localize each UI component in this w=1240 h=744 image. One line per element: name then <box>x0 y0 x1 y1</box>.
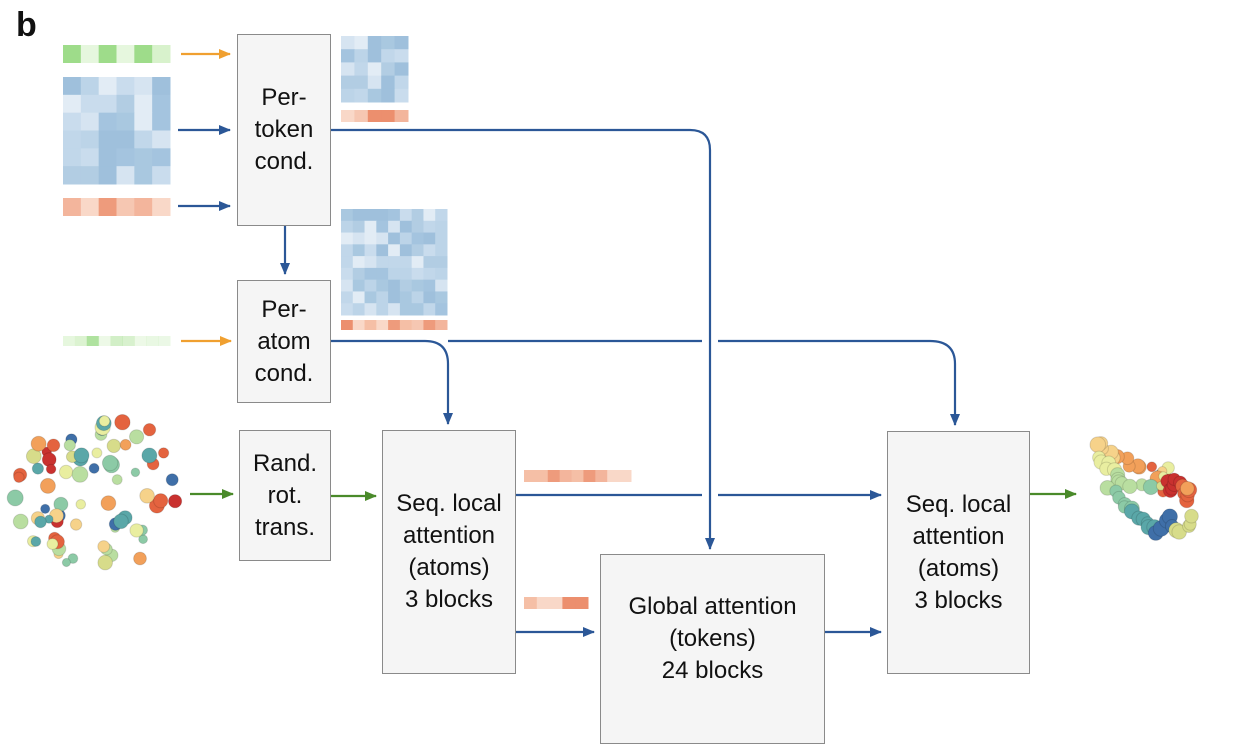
arrow-token-cond-to-global <box>331 128 715 550</box>
arrow-atom-cond-to-local1 <box>331 339 453 425</box>
diagram-edges <box>178 49 1077 637</box>
token-single-strip <box>63 198 171 216</box>
seq-local-attention-box-1: Seq. local attention (atoms) 3 blocks <box>382 430 516 674</box>
per-token-conditioning-box: Per- token cond. <box>237 34 331 226</box>
arrow-atom-cond-to-local2 <box>718 339 960 426</box>
per-atom-conditioning-label: Per- atom cond. <box>254 295 314 387</box>
seq-local-attention-label-1: Seq. local attention (atoms) 3 blocks <box>396 490 502 613</box>
atom-single-strip-top <box>524 470 632 482</box>
token-pair-swatch <box>341 36 409 103</box>
atom-pair-swatch <box>341 209 448 316</box>
representation-swatches <box>63 36 632 609</box>
global-attention-label: Global attention (tokens) 24 blocks <box>628 593 797 684</box>
pair-representation-swatch <box>63 77 171 185</box>
molecule-structures <box>6 414 1199 571</box>
panel-label: b <box>16 6 37 44</box>
per-atom-conditioning-box: Per- atom cond. <box>237 280 331 403</box>
seq-local-attention-label-2: Seq. local attention (atoms) 3 blocks <box>905 490 1012 614</box>
per-token-conditioning-label: Per- token cond. <box>254 84 314 175</box>
seq-local-attention-box-2: Seq. local attention (atoms) 3 blocks <box>887 431 1030 674</box>
input-noisy-structure <box>6 414 183 571</box>
atom-single-output-strip <box>341 320 448 330</box>
atom-feature-strip <box>63 336 171 346</box>
output-structure <box>1089 436 1199 541</box>
token-single-output-strip <box>341 110 409 122</box>
random-rotation-translation-label: Rand. rot. trans. <box>252 449 318 541</box>
global-attention-box: Global attention (tokens) 24 blocks <box>600 554 825 744</box>
random-rotation-translation-box: Rand. rot. trans. <box>239 430 331 561</box>
token-feature-strip <box>63 45 171 63</box>
atom-single-strip-bottom <box>524 597 589 609</box>
